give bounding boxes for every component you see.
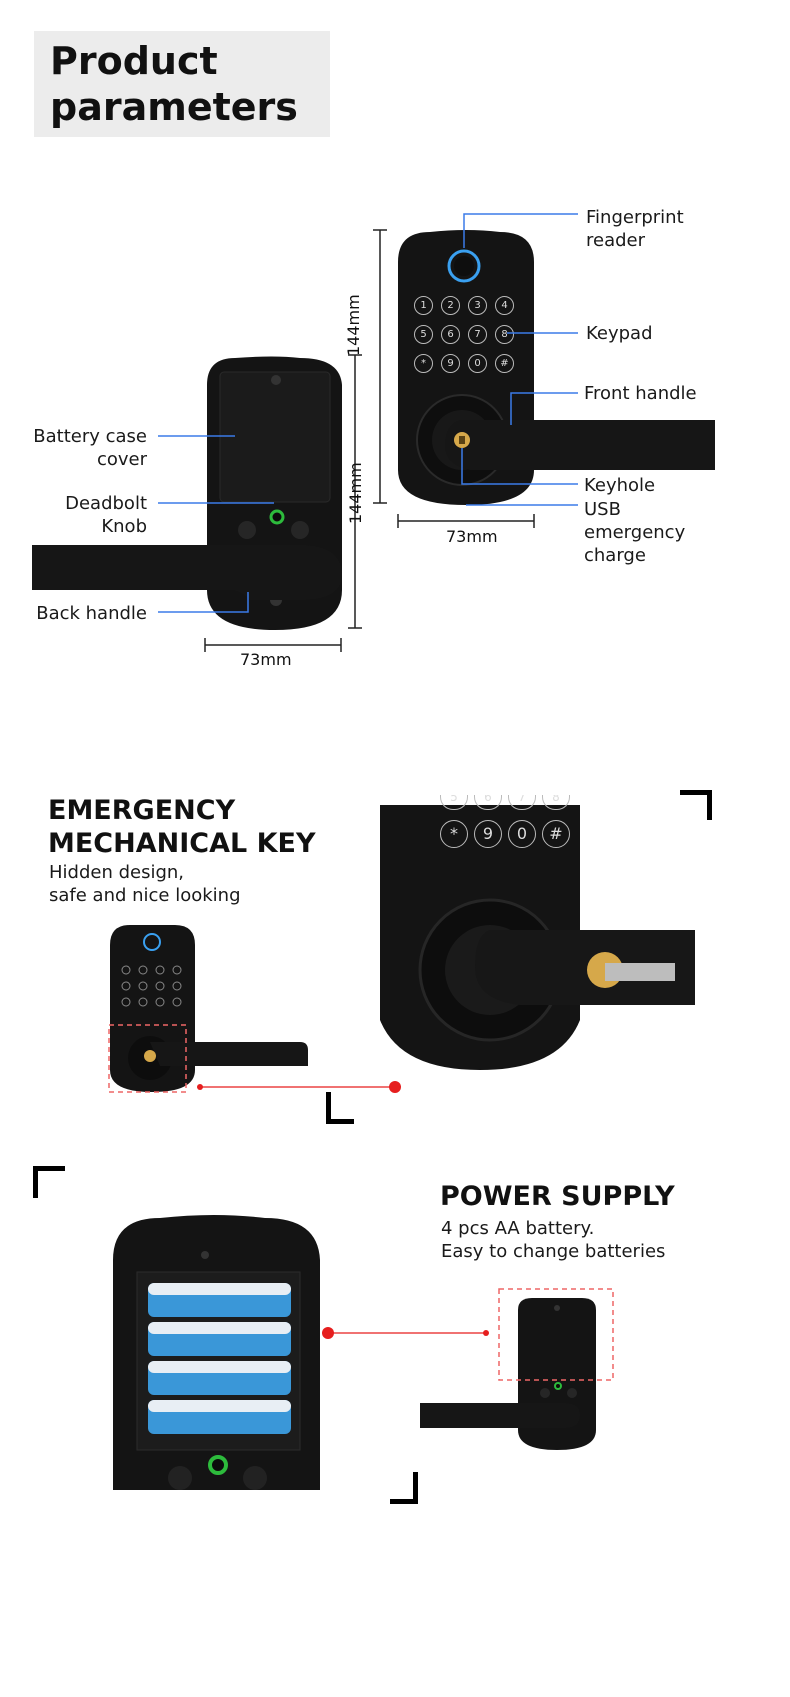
label-keypad: Keypad [586,323,653,344]
label-usb-emergency-charge: USB emergency charge [584,499,686,566]
page-title: Product parameters [50,39,298,129]
label-keyhole: Keyhole [584,475,656,496]
keypad: 1 2 3 4 5 6 7 8 * 9 0 # [414,296,524,373]
keypad-key[interactable]: 3 [468,296,487,315]
zoom-keypad-key: # [542,820,570,848]
keypad-key[interactable]: 8 [495,325,514,344]
power-supply-title: POWER SUPPLY [440,1181,675,1212]
zoom-keypad: 5 6 7 8 * 9 0 # [440,795,576,848]
zoom-keypad-key: 9 [474,820,502,848]
label-deadbolt-knob: Deadbolt Knob [65,493,147,537]
title-background [34,31,330,137]
keypad-key[interactable]: 9 [441,354,460,373]
keypad-key[interactable]: 2 [441,296,460,315]
label-front-handle: Front handle [584,383,697,404]
label-back-handle: Back handle [36,603,147,624]
keypad-key[interactable]: # [495,354,514,373]
zoom-keypad-key: * [440,820,468,848]
keypad-key[interactable]: 1 [414,296,433,315]
emergency-description: Hidden design, safe and nice looking [49,862,241,906]
keypad-key[interactable]: * [414,354,433,373]
keypad-key[interactable]: 6 [441,325,460,344]
power-supply-description: 4 pcs AA battery. Easy to change batteri… [441,1218,666,1262]
front-width-dimension: 73mm [446,527,498,546]
emergency-title: EMERGENCY MECHANICAL KEY [48,795,316,859]
label-fingerprint-reader: Fingerprint reader [586,207,684,251]
back-width-dimension: 73mm [240,650,292,669]
label-battery-case-cover: Battery case cover [33,426,147,470]
zoom-keypad-key: 0 [508,820,536,848]
keypad-key[interactable]: 7 [468,325,487,344]
keypad-key[interactable]: 0 [468,354,487,373]
keypad-key[interactable]: 4 [495,296,514,315]
keypad-key[interactable]: 5 [414,325,433,344]
